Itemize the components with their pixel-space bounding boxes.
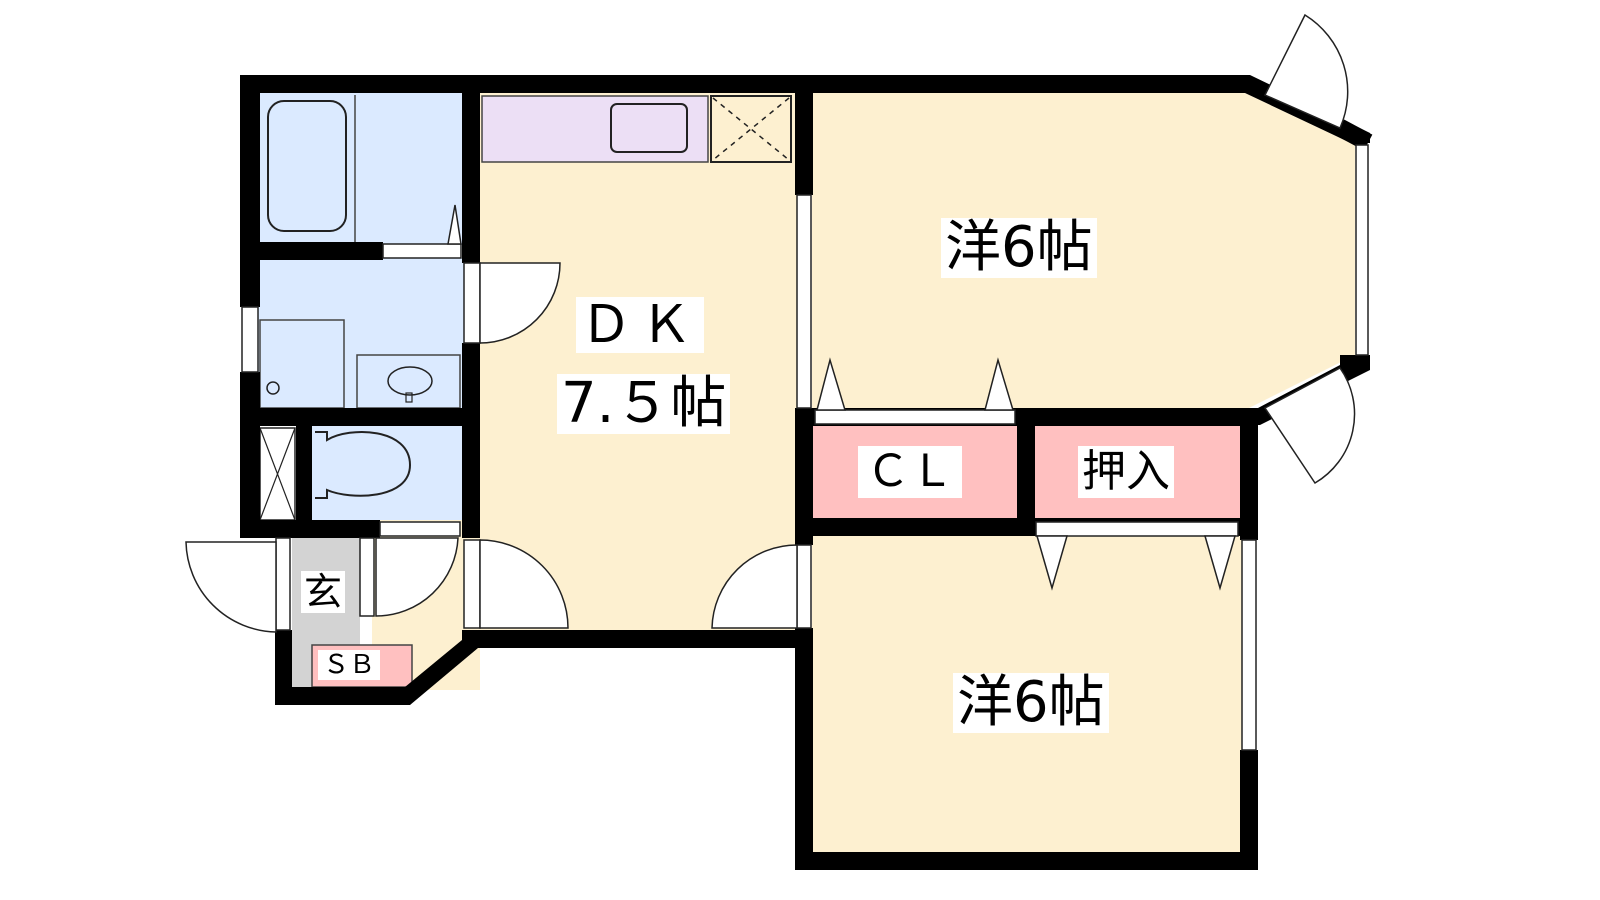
windows (241, 144, 1369, 751)
toilet (312, 425, 464, 522)
fridge-space (710, 95, 792, 163)
western-room-1-label: 洋6帖 (941, 218, 1097, 278)
western-room-2-label: 洋6帖 (953, 673, 1109, 733)
doors (185, 13, 1356, 633)
shoebox-label: ＳＢ (318, 650, 381, 680)
dk-size-label: 7.５帖 (557, 374, 731, 434)
bathroom (258, 93, 464, 245)
entrance-label: 玄 (301, 571, 346, 613)
bathtub (267, 100, 347, 232)
washroom (258, 258, 464, 410)
oshiire-label: 押入 (1078, 446, 1174, 498)
dk-name-label: ＤＫ (576, 297, 705, 353)
sink (610, 103, 688, 153)
closet-label: ＣＬ (858, 446, 962, 498)
dk-room (478, 93, 798, 633)
toilet-bowl (315, 431, 412, 499)
